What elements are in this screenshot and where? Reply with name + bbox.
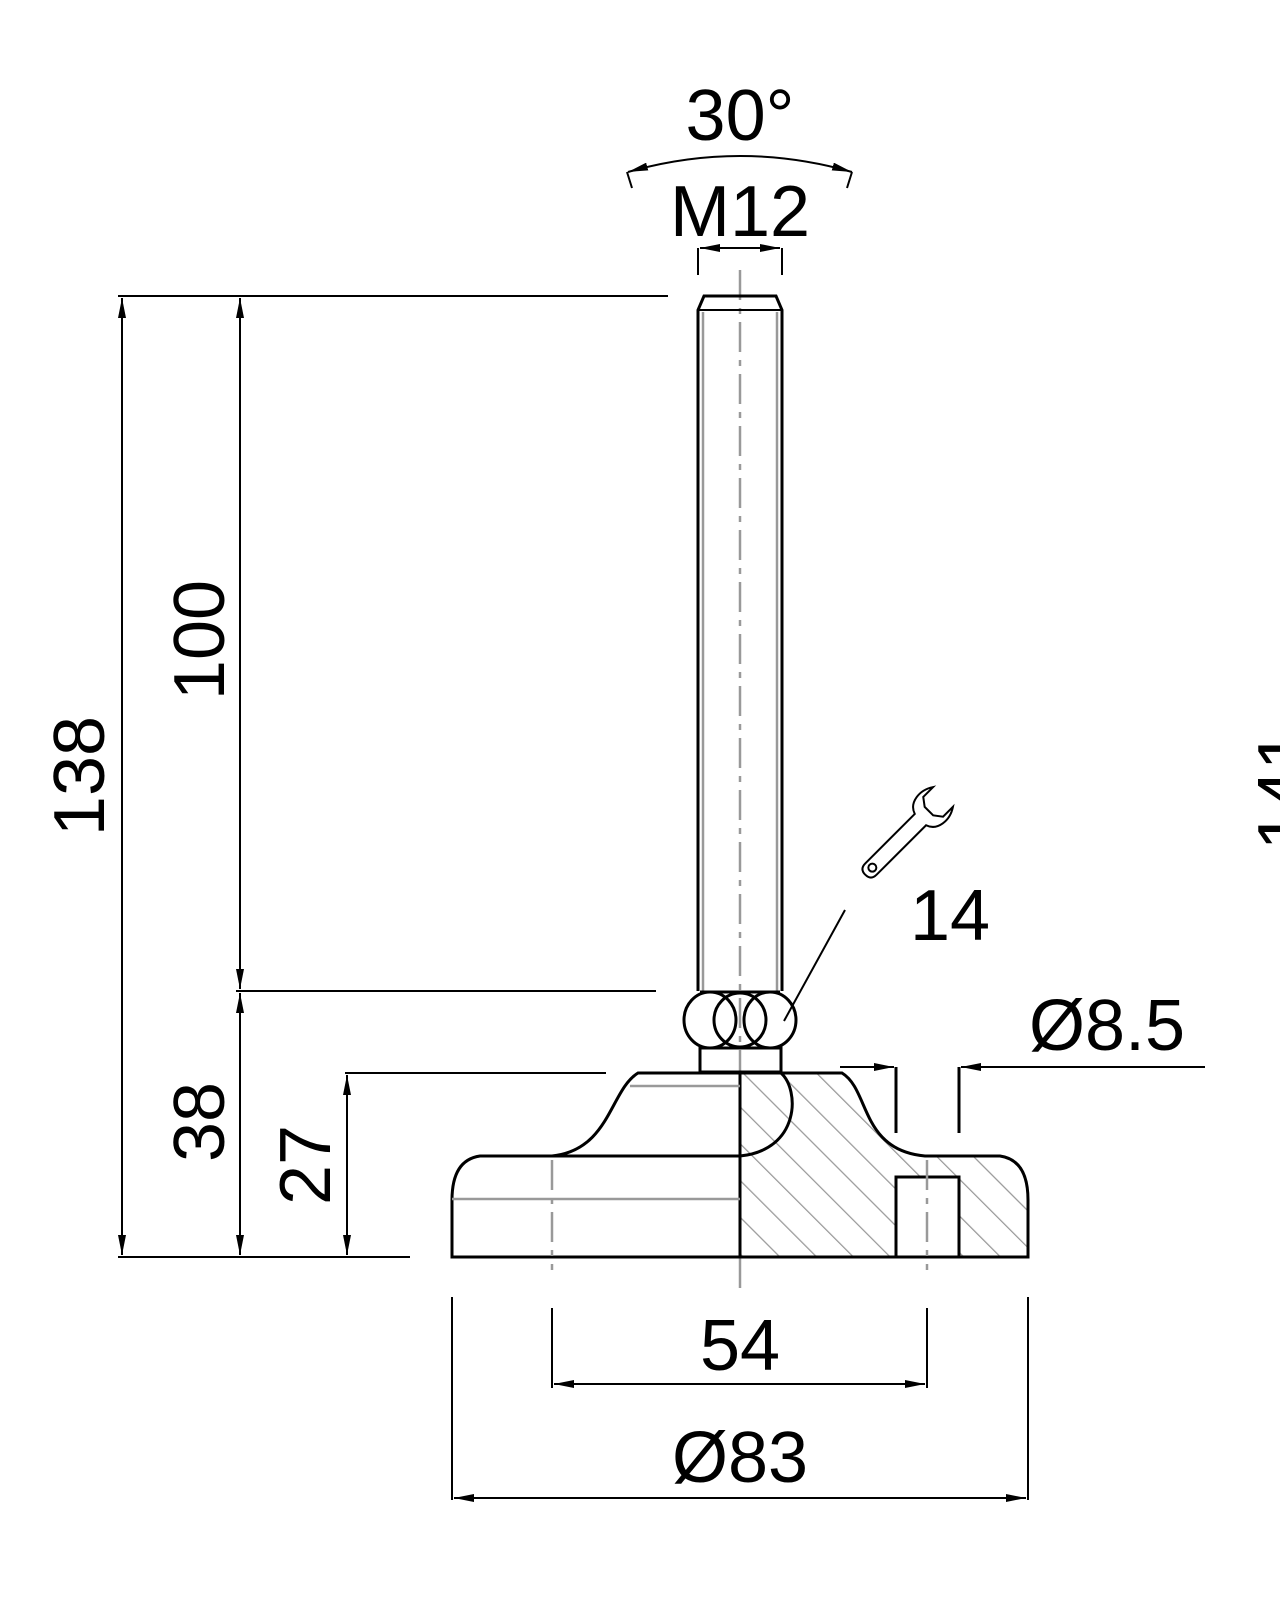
dimension-lines <box>118 155 1205 1502</box>
thread-label: M12 <box>670 172 810 252</box>
wrench-size-label: 14 <box>910 876 990 956</box>
hex-nut <box>682 990 798 1074</box>
total-height-label: 138 <box>40 716 120 836</box>
extension-lines <box>118 248 1029 1500</box>
stud-length-label: 100 <box>160 580 240 700</box>
base-section-hatch <box>740 1073 1028 1257</box>
hole-spacing-label: 54 <box>700 1306 780 1386</box>
side-view-height-label: 141 <box>1244 730 1280 850</box>
base-height-label: 38 <box>160 1082 240 1162</box>
wrench-icon <box>861 785 955 879</box>
base-diameter-label: Ø83 <box>672 1418 808 1498</box>
angle-label: 30° <box>686 76 795 156</box>
threaded-stud <box>696 294 784 992</box>
base-outline <box>450 1067 1030 1270</box>
hole-diameter-label: Ø8.5 <box>1029 986 1185 1066</box>
boss-height-label: 27 <box>266 1125 346 1205</box>
